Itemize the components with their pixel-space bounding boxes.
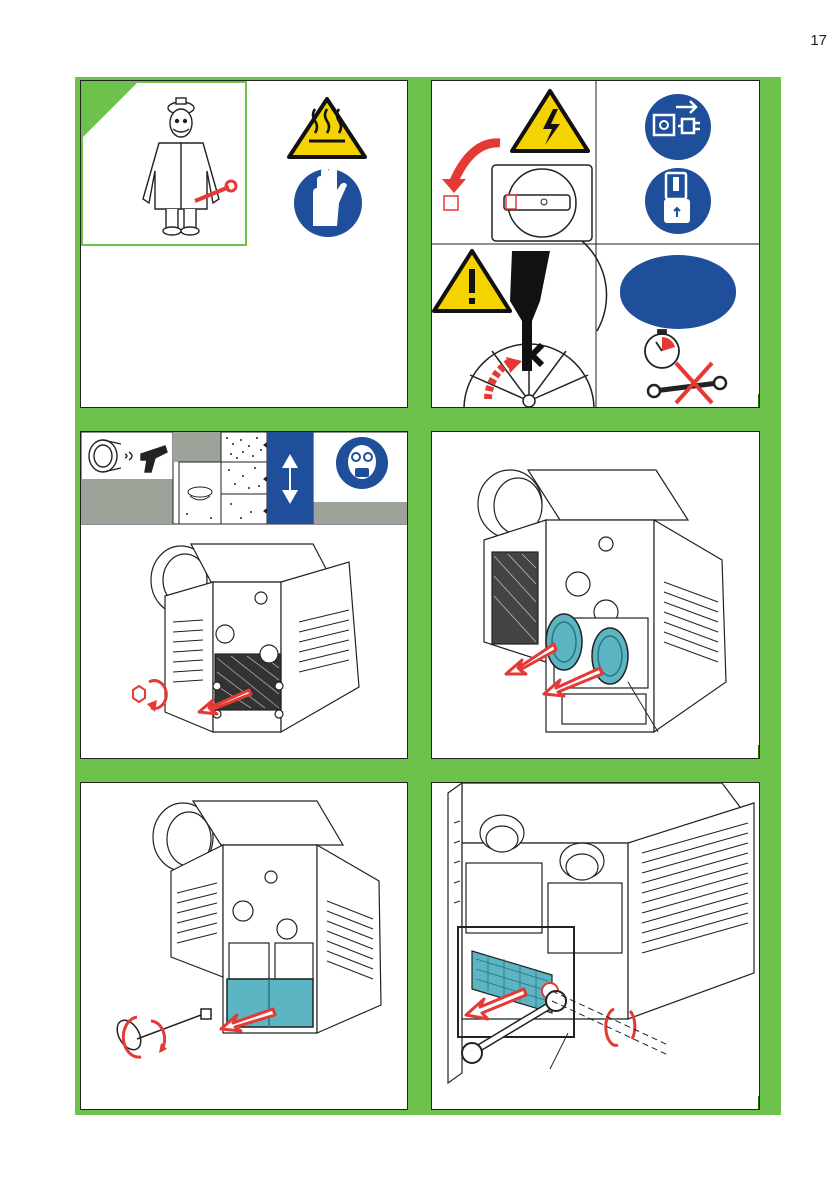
- pump-illustration: [151, 544, 359, 732]
- hot-surface-warning-icon: [289, 99, 365, 157]
- wear-gloves-icon: [294, 166, 362, 237]
- step-marker: [758, 394, 760, 408]
- panel-filters-info: [80, 431, 408, 759]
- general-warning-icon: [434, 251, 510, 311]
- panel-remove-filter-cartridges: [431, 431, 760, 759]
- technician-figure-icon: [143, 98, 236, 235]
- filter-cartridge-illustration: [432, 432, 760, 759]
- pump-illustration: [478, 470, 726, 732]
- disconnect-plug-icon: [645, 94, 711, 160]
- grey-strip-left: [81, 479, 173, 524]
- rotating-fan-hazard-icon: [464, 241, 607, 408]
- panel-remove-filter-element: [431, 782, 760, 1110]
- safety-illustration: [81, 81, 408, 408]
- arrow-up-down-icon: [267, 432, 313, 524]
- electrical-hazard-icon: [512, 91, 588, 151]
- panel-isolate: [431, 80, 760, 408]
- panel-safety: [80, 80, 408, 408]
- wait-timer-icon: [645, 330, 679, 368]
- blue-oval-sign-icon: [620, 255, 736, 329]
- isolate-illustration: [432, 81, 760, 408]
- filter-housing-illustration: [81, 783, 408, 1110]
- step-marker: [407, 394, 408, 408]
- unscrew-icon: [133, 681, 166, 712]
- wear-respirator-icon: [336, 437, 388, 489]
- filters-info-illustration: [81, 432, 408, 759]
- lockout-icon: [645, 168, 711, 234]
- dust-level-icon: [173, 432, 267, 524]
- filter-element-illustration: [432, 783, 760, 1110]
- page-number: 17: [795, 32, 827, 49]
- step-marker: [407, 1096, 408, 1110]
- step-marker: [758, 1096, 760, 1110]
- step-marker: [758, 745, 760, 759]
- step-marker: [407, 745, 408, 759]
- main-switch-off-icon: [442, 143, 592, 241]
- corner-triangle: [81, 81, 139, 139]
- no-tools-icon: [648, 363, 726, 403]
- grey-strip-right: [313, 502, 408, 524]
- panel-remove-filter-housing: [80, 782, 408, 1110]
- callout-line: [550, 1033, 568, 1069]
